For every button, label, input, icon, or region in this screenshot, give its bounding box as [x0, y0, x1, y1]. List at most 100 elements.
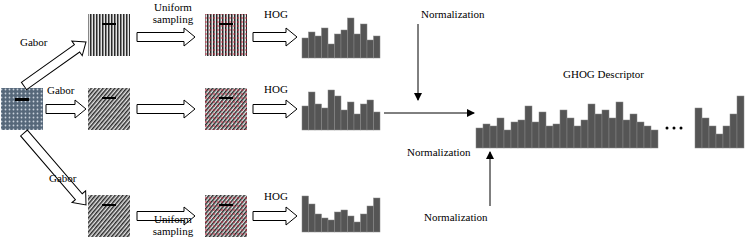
histogram-bar — [730, 114, 737, 148]
histogram-bar — [644, 126, 651, 148]
sample-points — [205, 14, 247, 56]
sampled-defect — [219, 204, 233, 206]
histogram-bar — [309, 92, 316, 130]
gabor-image — [88, 14, 130, 56]
histogram-bar — [322, 28, 329, 58]
histogram-bar — [341, 210, 348, 232]
histogram-bar — [560, 110, 567, 148]
gabor-defect — [102, 97, 116, 99]
text-label: Gabor — [47, 84, 75, 96]
input-image — [1, 88, 43, 130]
histogram-bar — [716, 134, 723, 148]
histogram-bar — [709, 126, 716, 148]
text-label: Uniform sampling — [150, 213, 196, 237]
histogram-bar — [367, 40, 374, 58]
histogram-bar — [341, 30, 348, 58]
block-arrow — [253, 28, 297, 46]
sampled-defect — [219, 23, 233, 25]
histogram-bar — [374, 36, 381, 58]
histogram-bar — [723, 126, 730, 148]
histogram-bar — [322, 108, 329, 130]
histogram-bar — [361, 214, 368, 232]
text-label: HOG — [264, 83, 288, 95]
histogram-bar — [367, 206, 374, 232]
block-arrow — [253, 100, 297, 118]
histogram-bar — [511, 122, 518, 148]
histogram-bar — [335, 34, 342, 58]
text-label: Normalization — [424, 211, 488, 223]
histogram-bar — [335, 212, 342, 232]
sample-points — [205, 88, 247, 130]
text-label: Normalization — [407, 146, 471, 158]
text-label: Normalization — [421, 8, 485, 20]
histogram-bar — [637, 122, 644, 148]
histogram-bar — [695, 108, 702, 148]
histogram-bar — [581, 120, 588, 148]
histogram-bar — [476, 128, 483, 148]
sample-points — [205, 195, 247, 237]
gabor-defect — [102, 23, 116, 25]
block-arrow — [137, 100, 195, 118]
histogram-bar — [322, 218, 329, 232]
histogram-bar — [328, 44, 335, 58]
sampled-image — [205, 14, 247, 56]
histogram-bar — [490, 126, 497, 148]
text-label: GHOG Descriptor — [563, 68, 644, 80]
histogram-bar — [588, 104, 595, 148]
histogram-bar — [702, 118, 709, 148]
histogram-bar — [341, 110, 348, 130]
histogram-bar — [574, 126, 581, 148]
gabor-image — [88, 88, 130, 130]
histogram-bar — [497, 118, 504, 148]
gabor-image — [88, 195, 130, 237]
text-label: HOG — [264, 8, 288, 20]
histogram-bar — [302, 196, 309, 232]
gabor-defect — [102, 204, 116, 206]
histogram-bar — [630, 114, 637, 148]
histogram-bar — [374, 112, 381, 130]
sampled-defect — [219, 97, 233, 99]
histogram-bar — [374, 198, 381, 232]
text-label: HOG — [264, 190, 288, 202]
histogram-bar — [504, 130, 511, 148]
block-arrow — [137, 28, 195, 46]
text-label: Gabor — [49, 172, 77, 184]
histogram-bar — [367, 100, 374, 130]
block-arrow — [46, 100, 86, 118]
histogram-bar — [309, 204, 316, 232]
block-arrow — [17, 127, 93, 211]
histogram-bar — [616, 102, 623, 148]
histogram-bar — [595, 114, 602, 148]
text-label: Uniform sampling — [150, 1, 196, 25]
histogram-bar — [315, 36, 322, 58]
histogram-bar — [315, 104, 322, 130]
histogram-bar — [302, 38, 309, 58]
histogram-bar — [483, 124, 490, 148]
histogram-bar — [348, 18, 355, 58]
histogram-bar — [354, 114, 361, 130]
histogram-bar — [354, 222, 361, 232]
histogram-bar — [354, 34, 361, 58]
histogram-bar — [567, 118, 574, 148]
histogram-bar — [532, 122, 539, 148]
histogram-bar — [328, 220, 335, 232]
histogram-bar — [609, 118, 616, 148]
histogram-bar — [651, 130, 658, 148]
histogram-bar — [309, 32, 316, 58]
histogram-bar — [348, 216, 355, 232]
histogram-bar — [553, 124, 560, 148]
histogram-bar — [328, 90, 335, 130]
histogram-bar — [348, 102, 355, 130]
input-defect — [15, 98, 29, 101]
histogram-bar — [602, 110, 609, 148]
histogram-bar — [361, 24, 368, 58]
histogram-bar — [546, 126, 553, 148]
histogram-bar — [525, 106, 532, 148]
histogram-bar — [623, 120, 630, 148]
block-arrow — [253, 207, 297, 225]
histogram-bar — [539, 112, 546, 148]
sampled-image — [205, 195, 247, 237]
histogram-bar — [302, 106, 309, 130]
